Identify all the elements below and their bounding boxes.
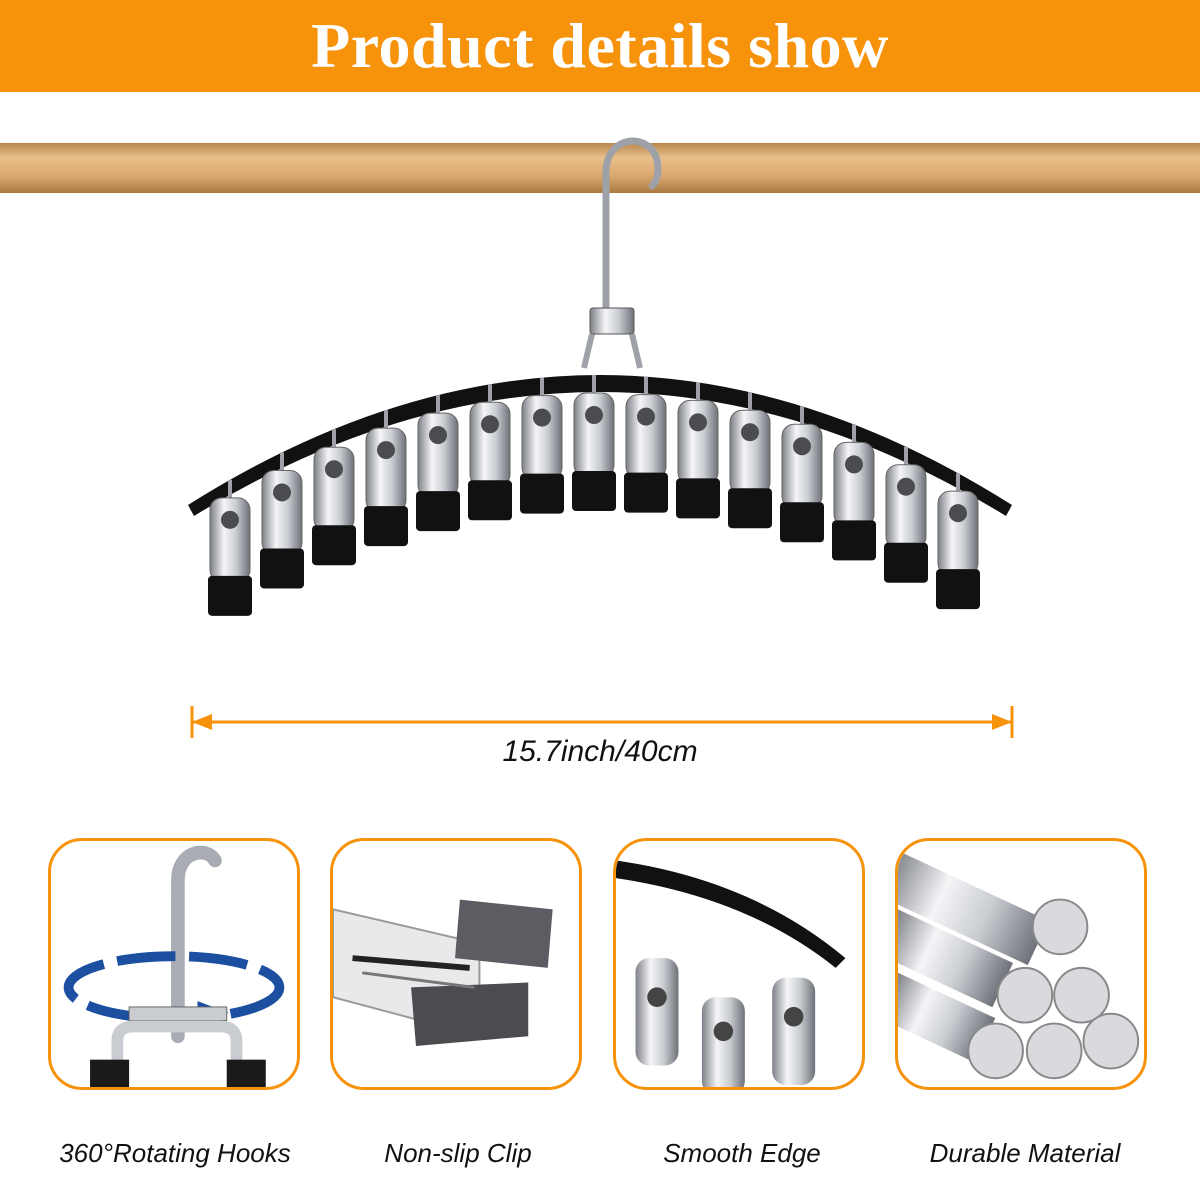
steel-rods-icon	[898, 850, 1140, 1080]
width-label: 15.7inch/40cm	[502, 735, 698, 768]
swivel-bracket	[589, 307, 635, 335]
hanger-arc	[188, 375, 1012, 516]
clip-row	[208, 375, 980, 616]
title-banner: Product details show	[0, 0, 1200, 92]
caption-smooth-edge: Smooth Edge	[663, 1138, 821, 1168]
rotating-hook-icon	[63, 845, 285, 1087]
banner-title: Product details show	[311, 10, 889, 81]
caption-durable-material: Durable Material	[929, 1138, 1121, 1168]
feature-panel-durable-material	[895, 838, 1147, 1090]
feature-panel-non-slip-clip	[330, 838, 582, 1090]
clothes-clip	[208, 479, 252, 616]
clothes-clip	[676, 382, 720, 519]
feature-panel-smooth-edge	[613, 838, 865, 1090]
hanger-product-image	[0, 137, 1200, 738]
clothes-clip	[416, 395, 460, 532]
hanger-edge-icon	[616, 860, 846, 1087]
clothes-clip	[936, 473, 980, 610]
clip-jaw-icon	[333, 899, 553, 1046]
clothes-clip	[520, 377, 564, 514]
wooden-rod	[0, 143, 1200, 193]
clothes-clip	[884, 446, 928, 583]
caption-non-slip-clip: Non-slip Clip	[384, 1138, 532, 1168]
swivel-hook	[602, 137, 662, 322]
clothes-clip	[364, 410, 408, 547]
feature-panel-rotating-hooks	[48, 838, 300, 1090]
clothes-clip	[780, 406, 824, 543]
clothes-clip	[312, 429, 356, 566]
clothes-clip	[468, 384, 512, 521]
clothes-clip	[728, 392, 772, 529]
clothes-clip	[260, 452, 304, 589]
caption-rotating-hooks: 360°Rotating Hooks	[59, 1138, 291, 1168]
clothes-clip	[624, 376, 668, 513]
clothes-clip	[572, 375, 616, 512]
clothes-clip	[832, 424, 876, 561]
